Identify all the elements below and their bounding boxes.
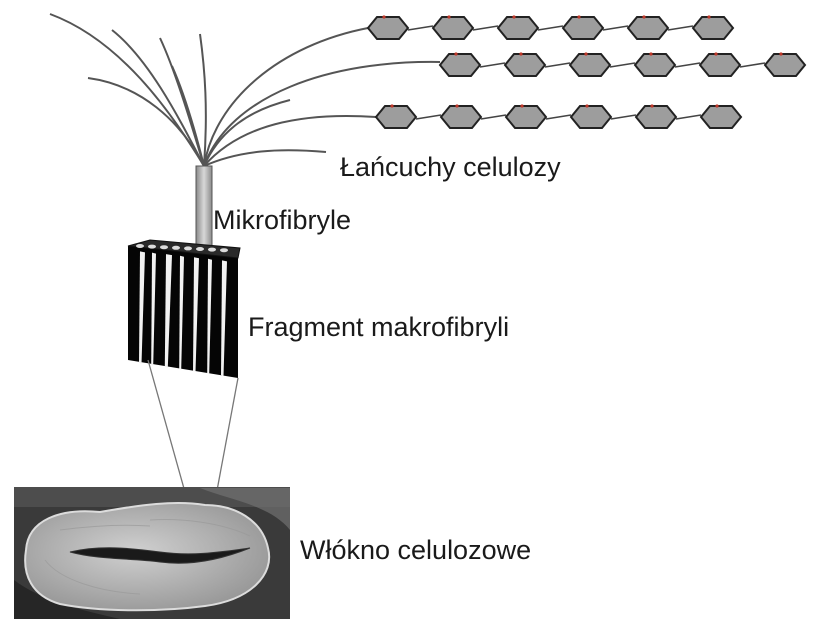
- glucose-ring: [440, 54, 480, 76]
- glycosidic-bond: [538, 26, 563, 30]
- oxygen-atom: [390, 104, 393, 107]
- glucose-ring: [505, 54, 545, 76]
- glycosidic-bond: [473, 26, 498, 30]
- cellulose-chains: [368, 15, 805, 128]
- glycosidic-bond: [610, 63, 635, 67]
- strand-line: [200, 34, 206, 166]
- oxygen-atom: [584, 52, 587, 55]
- glycosidic-bond: [416, 115, 441, 119]
- oxygen-atom: [707, 15, 710, 18]
- chain-row: [368, 15, 733, 39]
- glucose-ring: [693, 17, 733, 39]
- oxygen-atom: [519, 52, 522, 55]
- strand-line: [88, 78, 204, 166]
- glucose-ring: [636, 106, 676, 128]
- fibril-end: [160, 245, 168, 249]
- label-macrofibril-fragment: Fragment makrofibryli: [248, 314, 509, 341]
- oxygen-atom: [642, 15, 645, 18]
- fibril-end: [136, 244, 144, 248]
- glucose-ring: [441, 106, 481, 128]
- oxygen-atom: [454, 52, 457, 55]
- fibril-end: [148, 245, 156, 249]
- oxygen-atom: [779, 52, 782, 55]
- fibril-end: [196, 247, 204, 251]
- glycosidic-bond: [611, 115, 636, 119]
- strand-line: [160, 38, 204, 166]
- glycosidic-bond: [676, 115, 701, 119]
- fibril-end: [208, 248, 216, 252]
- oxygen-atom: [649, 52, 652, 55]
- glycosidic-bond: [546, 115, 571, 119]
- oxygen-atom: [455, 104, 458, 107]
- glucose-ring: [765, 54, 805, 76]
- strand-line: [204, 150, 326, 166]
- glycosidic-bond: [668, 26, 693, 30]
- label-cellulose-chains: Łańcuchy celulozy: [340, 154, 561, 181]
- glucose-ring: [368, 17, 408, 39]
- label-microfibrils: Mikrofibryle: [213, 207, 351, 234]
- oxygen-atom: [650, 104, 653, 107]
- oxygen-atom: [577, 15, 580, 18]
- glycosidic-bond: [480, 63, 505, 67]
- glucose-ring: [376, 106, 416, 128]
- macrofibril-block: [128, 240, 240, 378]
- oxygen-atom: [714, 52, 717, 55]
- glucose-ring: [506, 106, 546, 128]
- glycosidic-bond: [408, 26, 433, 30]
- glycosidic-bond: [545, 63, 570, 67]
- chain-row: [440, 52, 805, 76]
- label-cellulose-fiber: Włókno celulozowe: [300, 537, 531, 564]
- glucose-ring: [701, 106, 741, 128]
- glucose-ring: [571, 106, 611, 128]
- oxygen-atom: [715, 104, 718, 107]
- glucose-ring: [570, 54, 610, 76]
- glucose-ring: [563, 17, 603, 39]
- fiber-micrograph: [14, 487, 290, 619]
- glycosidic-bond: [675, 63, 700, 67]
- glycosidic-bond: [740, 63, 765, 67]
- oxygen-atom: [447, 15, 450, 18]
- glucose-ring: [635, 54, 675, 76]
- oxygen-atom: [512, 15, 515, 18]
- oxygen-atom: [585, 104, 588, 107]
- glucose-ring: [628, 17, 668, 39]
- fibril-end: [220, 248, 228, 252]
- oxygen-atom: [382, 15, 385, 18]
- glucose-ring: [433, 17, 473, 39]
- fibril-end: [172, 246, 180, 250]
- glycosidic-bond: [603, 26, 628, 30]
- microfibril-stem: [196, 166, 212, 256]
- oxygen-atom: [520, 104, 523, 107]
- glucose-ring: [498, 17, 538, 39]
- glycosidic-bond: [481, 115, 506, 119]
- chain-row: [376, 104, 741, 128]
- glucose-ring: [700, 54, 740, 76]
- fibril-end: [184, 246, 192, 250]
